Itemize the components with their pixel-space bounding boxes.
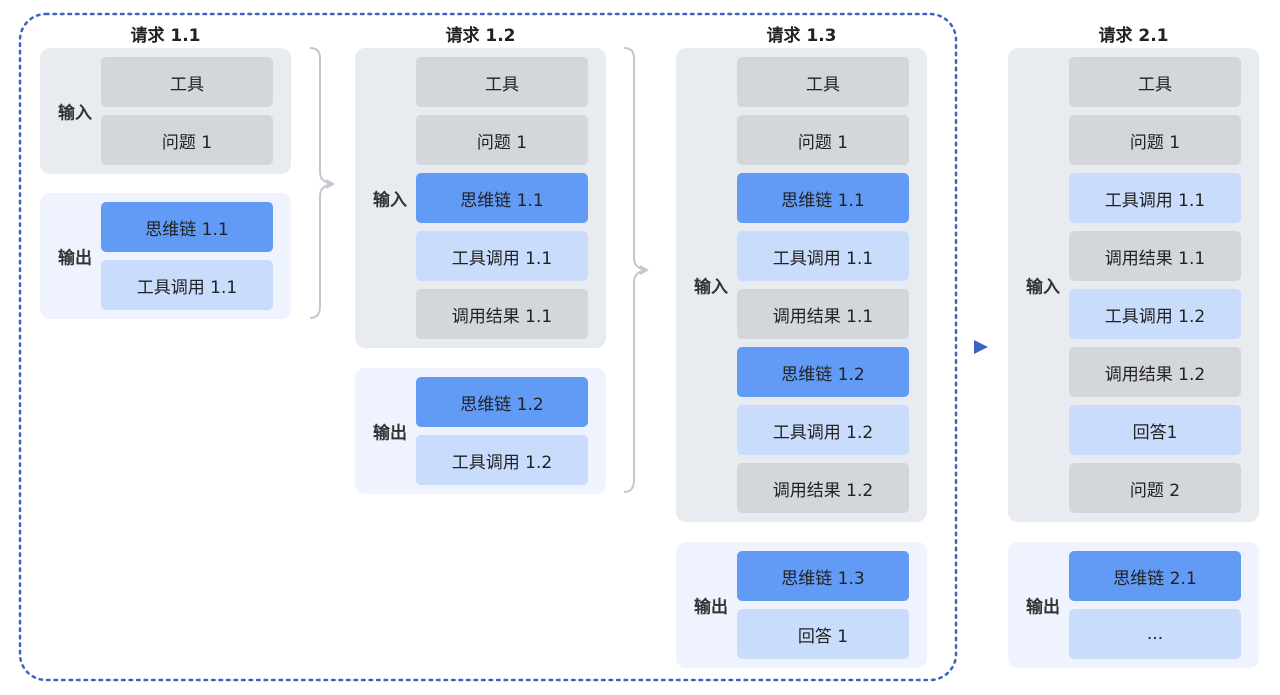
context-block: 思维链 1.1	[101, 202, 273, 252]
input-label: 输入	[694, 277, 728, 298]
context-block: 工具	[1069, 57, 1241, 107]
context-block: 工具调用 1.1	[101, 260, 273, 310]
input-label: 输入	[58, 103, 92, 124]
context-block: 思维链 1.1	[416, 173, 588, 223]
context-block: 工具调用 1.1	[1069, 173, 1241, 223]
context-block: 调用结果 1.2	[737, 463, 909, 513]
output-label: 输出	[373, 423, 407, 444]
context-block: 工具调用 1.1	[737, 231, 909, 281]
context-block: 工具	[416, 57, 588, 107]
context-block: 问题 1	[416, 115, 588, 165]
context-block: 问题 1	[1069, 115, 1241, 165]
context-block: 工具调用 1.1	[416, 231, 588, 281]
context-block: 思维链 1.3	[737, 551, 909, 601]
output-label: 输出	[694, 597, 728, 618]
arrow-right-icon	[974, 340, 988, 354]
context-block: 工具	[737, 57, 909, 107]
context-block: 调用结果 1.1	[1069, 231, 1241, 281]
context-block: 思维链 1.1	[737, 173, 909, 223]
brace-arrow-tip-icon	[325, 179, 336, 189]
context-block: 回答 1	[737, 609, 909, 659]
context-block: 工具调用 1.2	[737, 405, 909, 455]
context-block: 工具调用 1.2	[416, 435, 588, 485]
context-block: 工具调用 1.2	[1069, 289, 1241, 339]
request-title: 请求 1.3	[766, 26, 837, 46]
right-curly-brace-icon	[623, 47, 647, 493]
context-block: 思维链 1.2	[737, 347, 909, 397]
context-block: 回答1	[1069, 405, 1241, 455]
right-curly-brace-icon	[309, 47, 333, 319]
input-label: 输入	[373, 190, 407, 211]
context-block: 调用结果 1.2	[1069, 347, 1241, 397]
context-block: 思维链 2.1	[1069, 551, 1241, 601]
context-block: 工具	[101, 57, 273, 107]
request-title: 请求 1.1	[130, 26, 201, 46]
brace-arrow-tip-icon	[639, 265, 650, 275]
output-label: 输出	[1026, 597, 1060, 618]
context-block: 问题 1	[101, 115, 273, 165]
context-block: ...	[1069, 609, 1241, 659]
request-title: 请求 1.2	[445, 26, 516, 46]
context-block: 问题 1	[737, 115, 909, 165]
context-block: 调用结果 1.1	[737, 289, 909, 339]
input-label: 输入	[1026, 277, 1060, 298]
context-block: 思维链 1.2	[416, 377, 588, 427]
context-block: 调用结果 1.1	[416, 289, 588, 339]
request-title: 请求 2.1	[1098, 26, 1169, 46]
context-block: 问题 2	[1069, 463, 1241, 513]
output-label: 输出	[58, 248, 92, 269]
